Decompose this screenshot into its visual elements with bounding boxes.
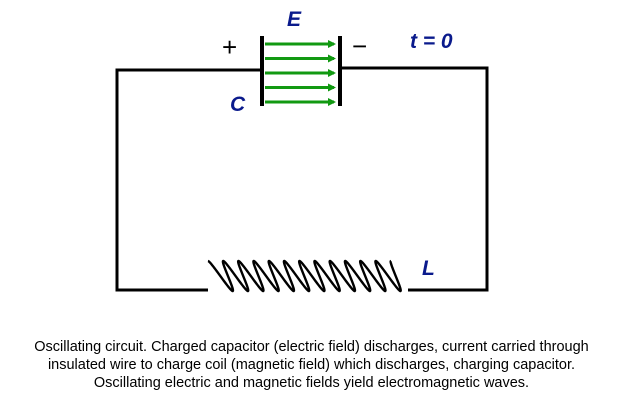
minus-sign: − bbox=[352, 31, 367, 61]
electric-field-arrows bbox=[265, 40, 336, 106]
inductor-coil bbox=[207, 259, 402, 293]
time-label: t = 0 bbox=[410, 30, 453, 53]
field-label: E bbox=[287, 8, 302, 31]
plus-sign: + bbox=[222, 32, 237, 62]
figure-caption: Oscillating circuit. Charged capacitor (… bbox=[0, 338, 623, 392]
capacitor-label: C bbox=[230, 93, 246, 116]
inductor-label: L bbox=[422, 257, 435, 280]
caption-line-2: insulated wire to charge coil (magnetic … bbox=[47, 357, 576, 373]
oscillating-circuit-diagram: E t = 0 C L + − bbox=[115, 8, 489, 293]
circuit-wire bbox=[115, 66, 489, 292]
caption-line-3: Oscillating electric and magnetic fields… bbox=[93, 375, 530, 391]
caption-line-1: Oscillating circuit. Charged capacitor (… bbox=[34, 339, 589, 355]
